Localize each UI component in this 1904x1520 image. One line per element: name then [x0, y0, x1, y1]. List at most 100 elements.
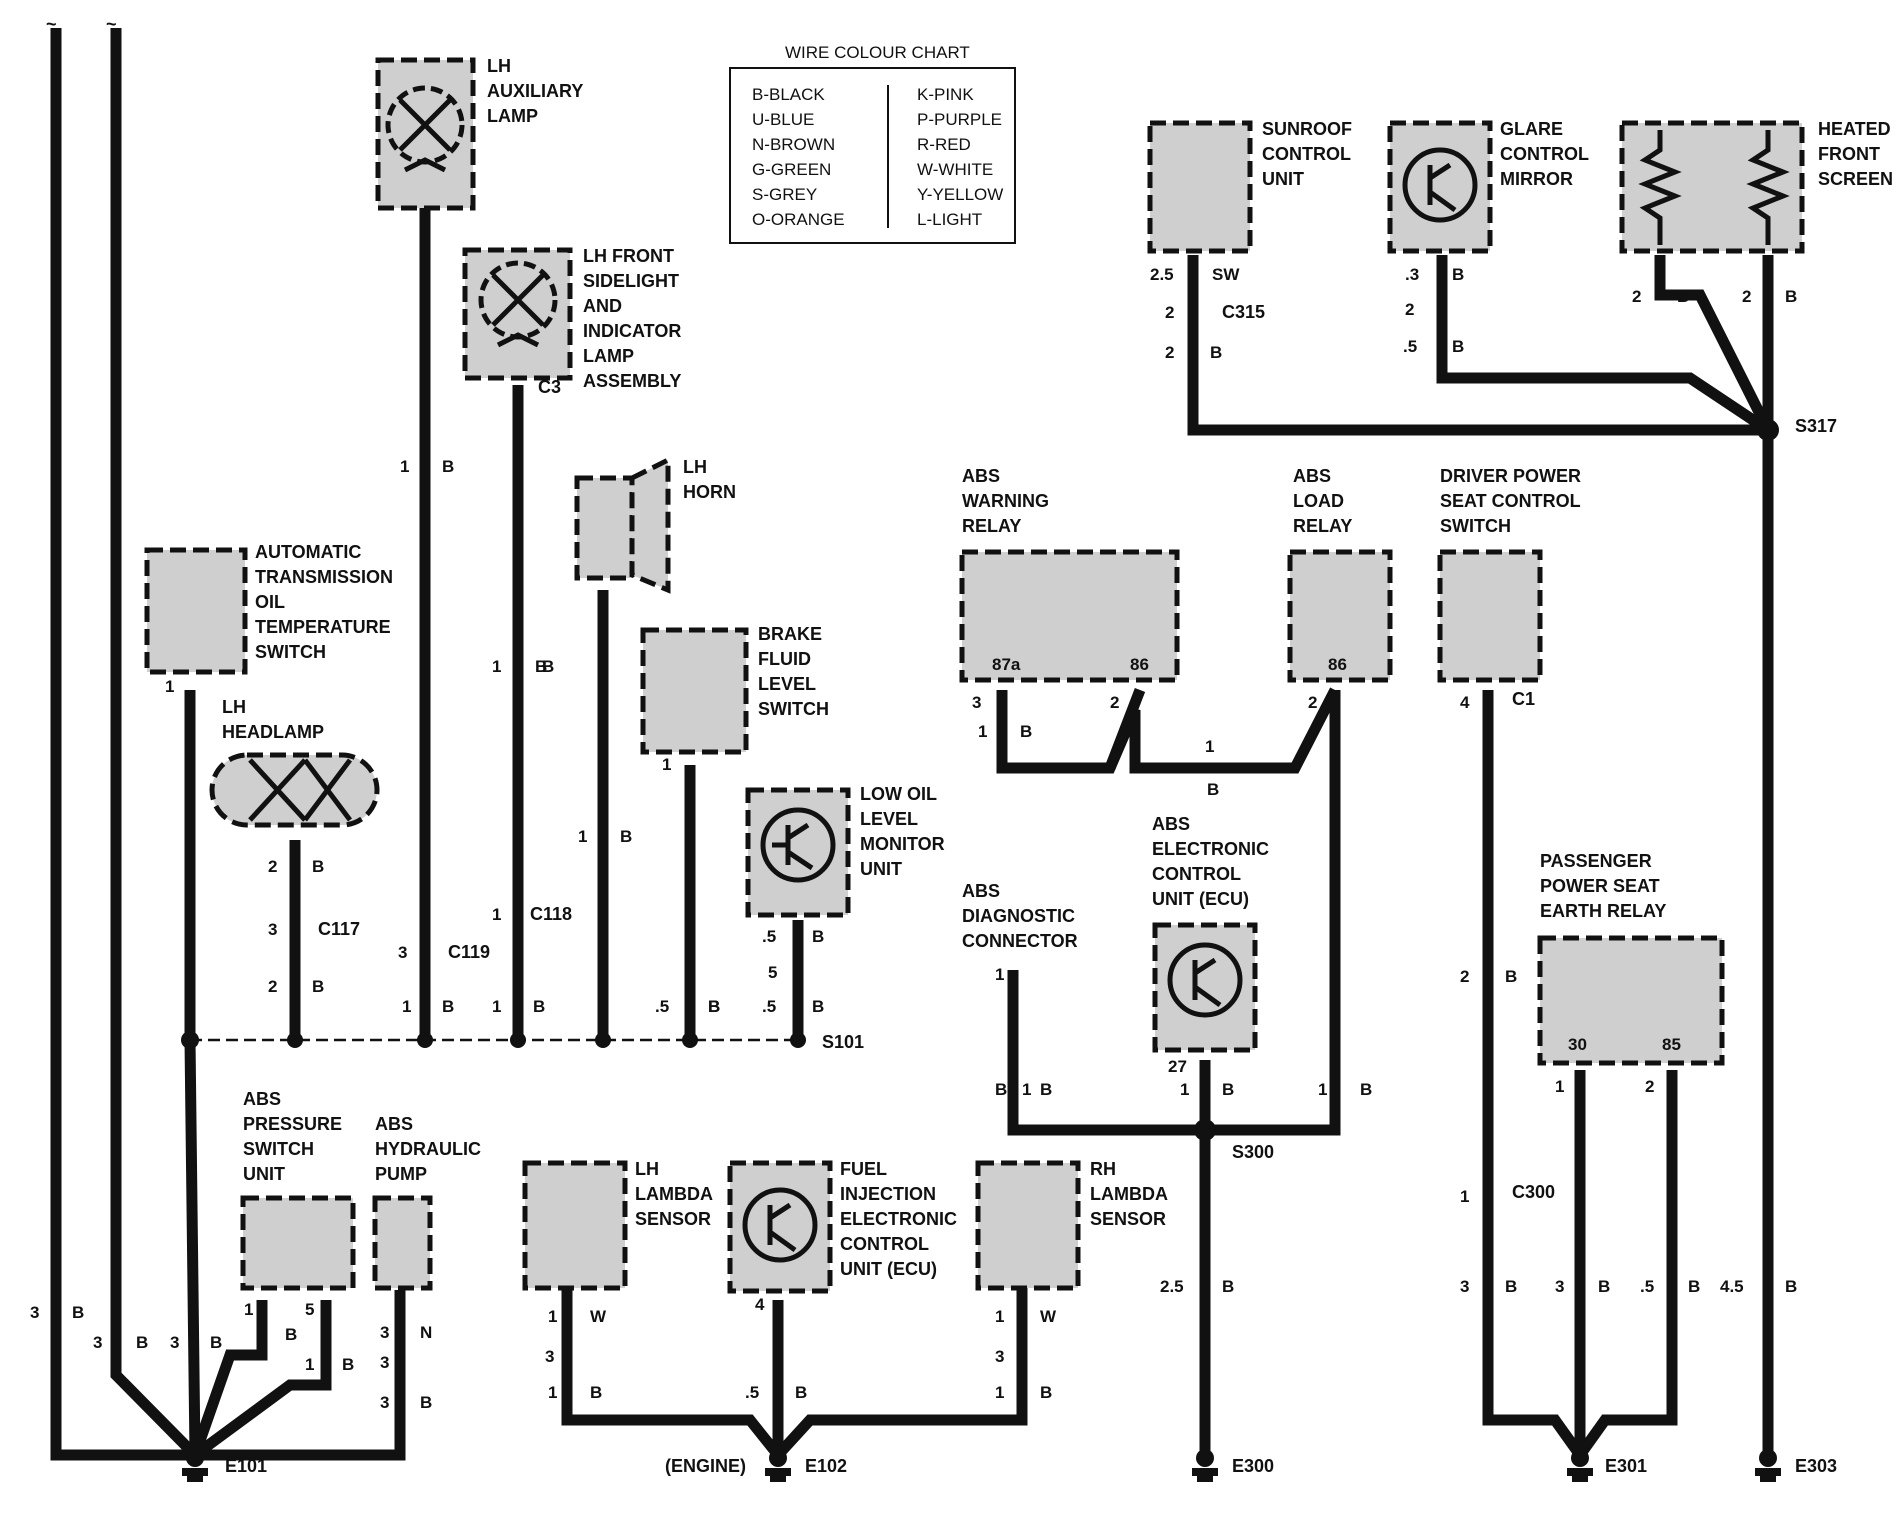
abs-load-label: ABS [1293, 466, 1331, 486]
connector-labels: C3 C117 C118 C119 C315 C1 C300 S101 S300… [225, 302, 1837, 1476]
driver-seat-label: DRIVER POWER [1440, 466, 1581, 486]
abs-press-label: PRESSURE [243, 1114, 342, 1134]
abs-ecu-label: CONTROL [1152, 864, 1241, 884]
chart-frame [729, 67, 1016, 244]
wire-label: B [210, 1333, 222, 1352]
wire-label: 1 [492, 997, 501, 1016]
low-oil-label: LEVEL [860, 809, 918, 829]
abs-press-label: UNIT [243, 1164, 285, 1184]
low-oil-label: MONITOR [860, 834, 945, 854]
wire-label: 5 [305, 1300, 314, 1319]
abs-warn-label: RELAY [962, 516, 1021, 536]
wire-colour-chart: WIRE COLOUR CHART B-BLACK U-BLUE N-BROWN… [729, 43, 1016, 244]
atos-label: TRANSMISSION [255, 567, 393, 587]
abs-warn-label: ABS [962, 466, 1000, 486]
abs-press-box [240, 1195, 356, 1291]
wire-rh-lambda [773, 1285, 1028, 1459]
wire-label: B [1505, 1277, 1517, 1296]
wire-label: B [312, 857, 324, 876]
sidelight-label: SIDELIGHT [583, 271, 679, 291]
abs-warn-box [959, 549, 1180, 683]
wire-left-feed-1 [50, 28, 195, 1461]
rh-lambda-label: SENSOR [1090, 1209, 1166, 1229]
ground-icon [765, 1449, 791, 1482]
fuel-ecu-label: CONTROL [840, 1234, 929, 1254]
wire-label: B [1222, 1080, 1234, 1099]
sidelight-label: LAMP [583, 346, 634, 366]
wire-label: B [1452, 265, 1464, 284]
grounds [182, 1449, 1781, 1482]
wire-label: 5 [768, 963, 777, 982]
wire-label: 1 [1318, 1080, 1327, 1099]
wire-label: B [1222, 1277, 1234, 1296]
rh-lambda-label: LAMBDA [1090, 1184, 1168, 1204]
wire-label: 1 [492, 657, 501, 676]
wire-label: B [812, 927, 824, 946]
wire-label: B [708, 997, 720, 1016]
wire-label: 2 [268, 857, 277, 876]
connector-label: C315 [1222, 302, 1265, 322]
colour-key: N-BROWN [752, 135, 835, 154]
headlamp-label: LH [222, 697, 246, 717]
ground-label: E101 [225, 1456, 267, 1476]
wire-label: 2 [1308, 693, 1317, 712]
ground-label: E300 [1232, 1456, 1274, 1476]
aux-lamp-label: LH [487, 56, 511, 76]
wire-label: .5 [1640, 1277, 1654, 1296]
colour-key: L-LIGHT [917, 210, 982, 229]
engine-note: (ENGINE) [665, 1456, 746, 1476]
low-oil-label: LOW OIL [860, 784, 937, 804]
transistor-icon [760, 807, 836, 883]
wire-label: 2.5 [1150, 265, 1174, 284]
abs-pump-label: HYDRAULIC [375, 1139, 481, 1159]
colour-key: P-PURPLE [917, 110, 1002, 129]
sunroof-label: UNIT [1262, 169, 1304, 189]
wire-glare [1436, 255, 1772, 435]
wire-label: 1 [578, 827, 587, 846]
wire-label: B [1207, 780, 1219, 799]
wire-label: 1 [244, 1300, 253, 1319]
heated-label: SCREEN [1818, 169, 1893, 189]
driver-seat-box [1437, 549, 1543, 683]
wire-label: .5 [655, 997, 669, 1016]
sunroof-box [1147, 120, 1253, 254]
wire-label: B [590, 1383, 602, 1402]
chart-title: WIRE COLOUR CHART [785, 43, 970, 62]
fuel-ecu-label: INJECTION [840, 1184, 936, 1204]
wire-label: .5 [745, 1383, 759, 1402]
wire-label: 1 [1022, 1080, 1031, 1099]
wire-label: B [535, 657, 547, 676]
wire-label: 27 [1168, 1057, 1187, 1076]
lamp-icon [478, 260, 558, 348]
pin-label: 86 [1130, 655, 1149, 674]
wire-label: B [620, 827, 632, 846]
atos-label: OIL [255, 592, 285, 612]
driver-seat-label: SWITCH [1440, 516, 1511, 536]
wire-label: B [1677, 287, 1689, 306]
wire-label: B [1040, 1080, 1052, 1099]
ground-icon [1192, 1449, 1218, 1482]
wire-driver-seat [1482, 690, 1585, 1459]
wire-label: B [995, 1080, 1007, 1099]
splice-points [181, 419, 1779, 1141]
wire-label: 3 [380, 1353, 389, 1372]
brake-label: LEVEL [758, 674, 816, 694]
abs-ecu-label: ABS [1152, 814, 1190, 834]
aux-lamp-label: AUXILIARY [487, 81, 583, 101]
pass-seat-label: PASSENGER [1540, 851, 1652, 871]
pin-label: 87a [992, 655, 1021, 674]
wire-label: B [342, 1355, 354, 1374]
wire-label: 3 [1460, 1277, 1469, 1296]
wire-abs-press-5 [191, 1300, 332, 1460]
horn-label: LH [683, 457, 707, 477]
pin-labels: 87a 86 86 30 85 [992, 655, 1681, 1054]
wire-label: 1 [402, 997, 411, 1016]
wire-label: 2 [1165, 343, 1174, 362]
connector-label: C300 [1512, 1182, 1555, 1202]
components [144, 57, 1805, 1294]
wire-labels: 1 B 1 B 1 B 1 2 B 3 2 B 1 B 1 B 3 1 B 1 … [30, 265, 1797, 1412]
abs-diag-label: ABS [962, 881, 1000, 901]
sunroof-label: SUNROOF [1262, 119, 1352, 139]
wire-label: 3 [398, 943, 407, 962]
